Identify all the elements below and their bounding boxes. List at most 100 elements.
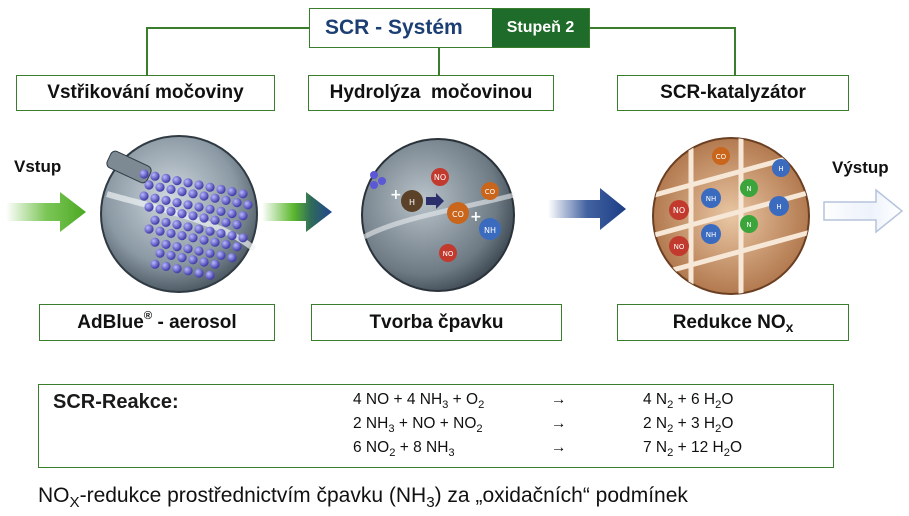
aerosol-droplet bbox=[183, 178, 193, 188]
aerosol-droplet bbox=[177, 209, 187, 219]
svg-text:NO: NO bbox=[673, 206, 685, 215]
svg-text:NH: NH bbox=[706, 195, 717, 203]
aerosol-droplet bbox=[216, 206, 226, 216]
aerosol-droplet bbox=[150, 259, 160, 269]
svg-text:H: H bbox=[776, 203, 781, 211]
reaction-1-left: 4 NO + 4 NH3 + O2 bbox=[353, 391, 485, 411]
nox-reduction-label: Redukce NO bbox=[672, 311, 786, 333]
aerosol-droplet bbox=[155, 248, 165, 258]
adblue-suffix: - aerosol bbox=[152, 311, 237, 333]
aerosol-droplet bbox=[227, 253, 237, 263]
aerosol-droplet bbox=[199, 257, 209, 267]
aerosol-droplet bbox=[166, 206, 176, 216]
reaction-1-right: 4 N2 + 6 H2O bbox=[643, 391, 734, 411]
aerosol-droplet bbox=[166, 250, 176, 260]
aerosol-droplet bbox=[199, 213, 209, 223]
reactions-panel: SCR-Reakce: 4 NO + 4 NH3 + O2 → 4 N2 + 6… bbox=[38, 384, 834, 468]
aerosol-droplet bbox=[172, 264, 182, 274]
aerosol-droplet bbox=[205, 226, 215, 236]
aerosol-droplet bbox=[238, 211, 248, 221]
stage-catalyst-label: SCR-katalyzátor bbox=[660, 82, 806, 103]
reaction-2-right: 2 N2 + 3 H2O bbox=[643, 415, 734, 435]
aerosol-droplet bbox=[161, 217, 171, 227]
aerosol-droplet bbox=[155, 204, 165, 214]
aerosol-droplet bbox=[243, 200, 253, 210]
aerosol-droplet bbox=[210, 259, 220, 269]
nox-reduction-sub: x bbox=[785, 319, 794, 335]
registered-mark: ® bbox=[143, 310, 153, 323]
aerosol-droplet bbox=[188, 233, 198, 243]
reaction-3-arrow: → bbox=[551, 439, 567, 456]
svg-text:N: N bbox=[746, 221, 751, 229]
aerosol-droplet bbox=[210, 193, 220, 203]
aerosol-droplet bbox=[199, 235, 209, 245]
aerosol-droplet bbox=[216, 228, 226, 238]
reactions-title: SCR-Reakce: bbox=[53, 391, 179, 413]
aerosol-droplet bbox=[155, 226, 165, 236]
system-title-box: SCR - Systém Stupeň 2 bbox=[309, 8, 590, 48]
aerosol-droplet bbox=[232, 220, 242, 230]
aerosol-droplet bbox=[216, 184, 226, 194]
input-label: Vstup bbox=[14, 157, 62, 176]
h2o-molecule-label: H bbox=[409, 198, 415, 207]
aerosol-droplet bbox=[161, 239, 171, 249]
reaction-3-left: 6 NO2 + 8 NH3 bbox=[353, 439, 455, 459]
aerosol-droplet bbox=[161, 261, 171, 271]
no-molecule-label: NO bbox=[434, 173, 446, 182]
aerosol-droplet bbox=[205, 270, 215, 280]
connector-top-right bbox=[588, 27, 736, 29]
aerosol-droplet bbox=[194, 246, 204, 256]
svg-text:NH: NH bbox=[706, 231, 717, 239]
co2-molecule-label: CO bbox=[485, 188, 496, 196]
stage-catalyst: SCR-katalyzátor bbox=[617, 75, 849, 111]
hydrolysis-illustration: NO CO + H CO + NH NO bbox=[360, 137, 516, 293]
ammonia-formation-label: Tvorba čpavku bbox=[369, 311, 504, 333]
reaction-1-arrow: → bbox=[551, 391, 567, 408]
aerosol-droplet bbox=[216, 250, 226, 260]
aerosol-droplet bbox=[210, 237, 220, 247]
svg-text:CO: CO bbox=[716, 153, 727, 161]
aerosol-droplet bbox=[144, 202, 154, 212]
reaction-2-left: 2 NH3 + NO + NO2 bbox=[353, 415, 483, 435]
aerosol-droplet bbox=[183, 266, 193, 276]
connector-right-down bbox=[734, 27, 736, 75]
transition-arrow-1-icon bbox=[262, 192, 332, 232]
injection-illustration bbox=[99, 134, 259, 294]
stage-badge: Stupeň 2 bbox=[492, 9, 589, 47]
aerosol-droplet bbox=[172, 176, 182, 186]
svg-text:+: + bbox=[470, 209, 482, 225]
aerosol-droplet bbox=[150, 171, 160, 181]
aerosol-droplet bbox=[188, 211, 198, 221]
svg-text:N: N bbox=[746, 185, 751, 193]
connector-left-down bbox=[146, 27, 148, 75]
aerosol-droplet bbox=[221, 195, 231, 205]
svg-text:+: + bbox=[390, 187, 402, 203]
aerosol-droplet bbox=[232, 242, 242, 252]
aerosol-droplet bbox=[194, 268, 204, 278]
adblue-aerosol-box: AdBlue® - aerosol bbox=[39, 304, 275, 341]
aerosol-droplet bbox=[144, 180, 154, 190]
aerosol-droplet bbox=[177, 231, 187, 241]
aerosol-droplet bbox=[205, 204, 215, 214]
aerosol-droplet bbox=[232, 198, 242, 208]
aerosol-droplet bbox=[166, 228, 176, 238]
aerosol-droplet bbox=[194, 202, 204, 212]
aerosol-droplet bbox=[188, 255, 198, 265]
stage-injection: Vstřikování močoviny bbox=[16, 75, 275, 111]
stage-injection-label: Vstřikování močoviny bbox=[47, 82, 244, 103]
aerosol-droplet bbox=[150, 215, 160, 225]
transition-arrow-2-icon bbox=[548, 188, 626, 230]
svg-text:NO: NO bbox=[674, 243, 685, 251]
footer-caption: NOX-redukce prostřednictvím čpavku (NH3)… bbox=[38, 484, 688, 512]
catalyst-illustration: CO H NO NH N H NO NH N bbox=[651, 136, 811, 296]
aerosol-droplet bbox=[183, 244, 193, 254]
aerosol-droplet bbox=[144, 224, 154, 234]
aerosol-droplet bbox=[172, 242, 182, 252]
ammonia-formation-box: Tvorba čpavku bbox=[311, 304, 562, 341]
aerosol-droplet bbox=[194, 224, 204, 234]
output-label: Výstup bbox=[832, 158, 889, 177]
svg-text:H: H bbox=[778, 165, 783, 173]
aerosol-droplet bbox=[139, 191, 149, 201]
no2-molecule-label: NO bbox=[443, 250, 454, 258]
aerosol-droplet bbox=[161, 195, 171, 205]
